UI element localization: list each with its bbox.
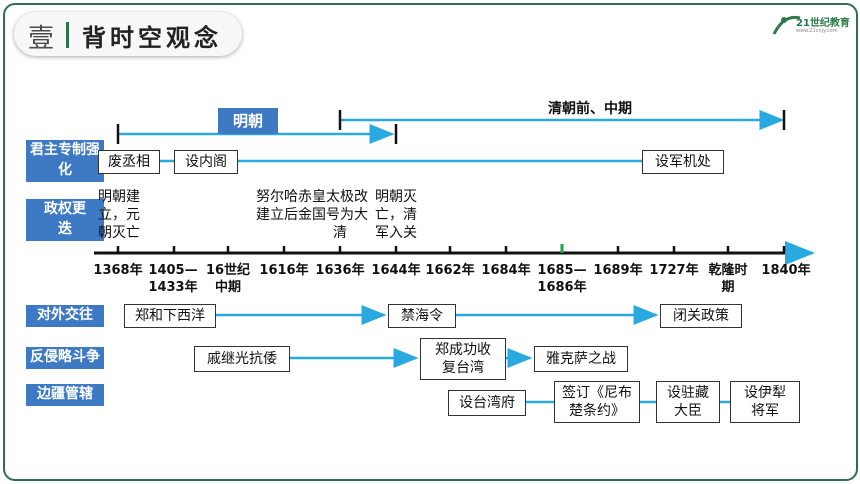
category-frontier: 边疆管辖 — [26, 384, 104, 406]
tick-label-1840: 1840年 — [761, 263, 811, 278]
axis-ticks — [116, 246, 786, 253]
section-title: 背时空观念 — [82, 24, 222, 52]
header-divider — [66, 22, 69, 48]
frontier-box-tibet-amban: 设驻藏大臣 — [656, 381, 720, 423]
frontier-box-nerchinsk: 签订《尼布楚条约》 — [554, 381, 640, 423]
tick-label-1662: 1662年 — [425, 263, 475, 278]
tick-label-1405: 1405—1433年 — [148, 263, 198, 295]
monarchy-box-grand-council: 设军机处 — [642, 150, 724, 174]
logo-icon — [772, 15, 801, 35]
period-qing-label: 清朝前、中期 — [548, 101, 632, 117]
tick-label-1644: 1644年 — [371, 263, 421, 278]
frontier-box-ili-general: 设伊犁将军 — [730, 381, 800, 423]
logo-text: 21世纪教育 — [796, 18, 850, 29]
period-ming-label: 明朝 — [218, 108, 278, 134]
monarchy-box-abolish-chancellor: 废丞相 — [98, 150, 160, 174]
aggression-box-yaksa: 雅克萨之战 — [534, 346, 628, 372]
foreign-box-sea-ban: 禁海令 — [388, 304, 456, 328]
category-monarchy: 君主专制强化 — [26, 140, 104, 182]
regime-event-later-jin: 努尔哈赤建立后金 — [256, 189, 312, 223]
category-aggression: 反侵略斗争 — [26, 347, 104, 369]
section-number: 壹 — [28, 24, 55, 54]
tick-label-1689: 1689年 — [593, 263, 643, 278]
regime-event-qing-named: 皇太极改国号为大清 — [312, 189, 368, 241]
frontier-box-taiwan-prefecture: 设台湾府 — [448, 390, 526, 416]
category-foreign: 对外交往 — [26, 305, 104, 327]
tick-label-1684: 1684年 — [481, 263, 531, 278]
tick-label-16c: 16世纪中期 — [205, 263, 251, 295]
tick-label-1727: 1727年 — [649, 263, 699, 278]
section-header — [14, 12, 242, 56]
regime-event-ming-fall: 明朝灭亡，清军入关 — [375, 189, 417, 241]
foreign-box-closed-door: 闭关政策 — [660, 304, 742, 328]
regime-event-ming-founded: 明朝建立，元朝灭亡 — [98, 189, 140, 241]
category-regime: 政权更迭 — [26, 199, 104, 241]
tick-label-1368: 1368年 — [93, 263, 143, 278]
aggression-box-qi-jiguang: 戚继光抗倭 — [194, 346, 290, 372]
foreign-box-zheng-he: 郑和下西洋 — [124, 304, 216, 328]
tick-label-1685: 1685—1686年 — [537, 263, 587, 295]
logo-subtext: www.21cnjy.com — [796, 28, 838, 34]
tick-label-1616: 1616年 — [259, 263, 309, 278]
tick-label-qianlong: 乾隆时期 — [708, 263, 748, 295]
tick-label-1636: 1636年 — [315, 263, 365, 278]
aggression-box-zheng-chenggong: 郑成功收复台湾 — [420, 338, 506, 380]
monarchy-box-cabinet: 设内阁 — [174, 150, 238, 174]
